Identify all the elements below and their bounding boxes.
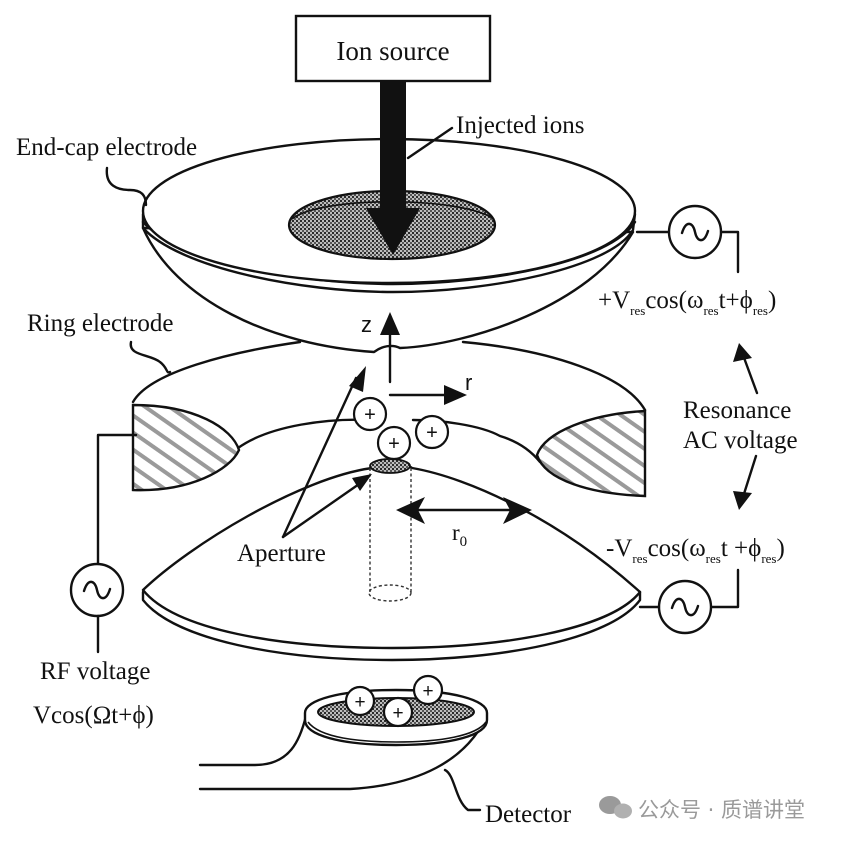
resonance-arrow-down-head bbox=[733, 491, 752, 510]
lower-end-cap-cone bbox=[141, 462, 642, 650]
trapped-ions: + + + bbox=[352, 396, 450, 461]
svg-text:+: + bbox=[364, 404, 376, 426]
rf-voltage-label: RF voltage bbox=[40, 658, 150, 685]
resonance-label-line2: AC voltage bbox=[683, 427, 798, 454]
ring-left-top-edge bbox=[131, 340, 302, 404]
detector-leader bbox=[443, 768, 482, 812]
aperture-channel-bottom bbox=[368, 584, 412, 602]
rf-wire-upper bbox=[96, 433, 138, 565]
resonance-arrow-up-head bbox=[733, 343, 752, 362]
lower-aperture-hole bbox=[369, 458, 411, 474]
aperture-label: Aperture bbox=[237, 540, 326, 567]
ring-electrode bbox=[131, 340, 647, 498]
ring-electrode-label: Ring electrode bbox=[27, 310, 173, 337]
rf-voltage-circuit: RF voltage Vcos(Ωt+ϕ) bbox=[33, 433, 154, 729]
ion-source-box bbox=[294, 14, 492, 83]
r0-arrowhead-right bbox=[503, 497, 532, 524]
ion: + bbox=[414, 414, 450, 450]
wechat-icon bbox=[599, 796, 632, 819]
ion: + bbox=[412, 674, 444, 706]
svg-text:+: + bbox=[388, 433, 400, 455]
upper-end-cap-electrode bbox=[141, 137, 637, 354]
injected-ions-arrow bbox=[366, 80, 420, 255]
end-cap-electrode-leader bbox=[105, 166, 148, 207]
r0-label: r0 bbox=[452, 520, 467, 550]
lower-end-cap-electrode bbox=[141, 458, 642, 662]
resonance-arrow-up bbox=[741, 353, 759, 395]
end-cap-electrode-label: End-cap electrode bbox=[16, 134, 197, 161]
resonance-arrow-down bbox=[741, 454, 758, 499]
svg-text:+: + bbox=[426, 422, 438, 444]
upper-resonance-formula: +Vrescos(ωrest+ϕres) bbox=[598, 287, 776, 318]
coordinate-axes: z r bbox=[361, 312, 472, 405]
ion: + bbox=[344, 685, 376, 717]
lower-resonance-formula: -Vrescos(ωrest +ϕres) bbox=[606, 535, 785, 566]
r-axis-arrowhead bbox=[444, 385, 467, 405]
injected-ions-leader bbox=[406, 126, 454, 160]
upper-resonance-circuit: +Vrescos(ωrest+ϕres) bbox=[598, 204, 776, 318]
aperture-arrow-lower-head bbox=[352, 474, 372, 491]
lower-end-cap-rim bbox=[141, 590, 642, 662]
ion-beam-arrowhead bbox=[366, 208, 420, 255]
r0-arrowhead-left bbox=[396, 497, 425, 524]
rf-voltage-formula: Vcos(Ωt+ϕ) bbox=[33, 702, 154, 729]
lower-res-wire-right bbox=[709, 568, 740, 609]
aperture-annotation: Aperture bbox=[237, 366, 372, 567]
aperture-arrow-upper bbox=[281, 376, 358, 539]
ion: + bbox=[382, 696, 414, 728]
ring-electrode-leader bbox=[129, 340, 172, 374]
sine-wave-icon bbox=[82, 580, 112, 600]
detector: + + + bbox=[198, 674, 489, 791]
ring-right-top-edge bbox=[461, 340, 647, 412]
ion: + bbox=[352, 396, 388, 432]
upper-end-cap-rim bbox=[141, 212, 637, 294]
resonance-label-line1: Resonance bbox=[683, 397, 791, 424]
detector-label: Detector bbox=[485, 801, 572, 828]
ion-beam-shaft bbox=[380, 80, 406, 220]
watermark: 公众号 · 质谱讲堂 bbox=[599, 796, 805, 822]
svg-text:+: + bbox=[354, 692, 365, 713]
detector-cup-rim bbox=[307, 721, 487, 743]
injected-ions-label: Injected ions bbox=[456, 112, 584, 139]
ion-source-label: Ion source bbox=[336, 36, 449, 66]
r-axis-label: r bbox=[465, 370, 472, 395]
r0-dimension: r0 bbox=[396, 497, 532, 550]
svg-text:+: + bbox=[422, 681, 433, 702]
ring-left-cross-section bbox=[131, 403, 241, 492]
ion: + bbox=[376, 425, 412, 461]
svg-text:+: + bbox=[392, 703, 403, 724]
sine-wave-icon bbox=[670, 597, 700, 617]
aperture-arrow-upper-head bbox=[349, 366, 366, 392]
ion-source: Ion source bbox=[294, 14, 492, 83]
detector-tube-upper bbox=[198, 714, 308, 767]
aperture-channel bbox=[369, 468, 412, 592]
upper-res-wire-right bbox=[719, 230, 740, 274]
lower-resonance-circuit: -Vrescos(ωrest +ϕres) bbox=[606, 535, 785, 635]
z-axis-arrowhead bbox=[380, 312, 400, 335]
aperture-arrow-lower bbox=[281, 480, 364, 539]
ring-right-cross-section bbox=[535, 409, 647, 498]
z-axis-label: z bbox=[361, 312, 372, 337]
sine-wave-icon bbox=[680, 222, 710, 242]
watermark-text: 公众号 · 质谱讲堂 bbox=[638, 798, 805, 822]
resonance-annotation: Resonance AC voltage bbox=[683, 343, 798, 510]
